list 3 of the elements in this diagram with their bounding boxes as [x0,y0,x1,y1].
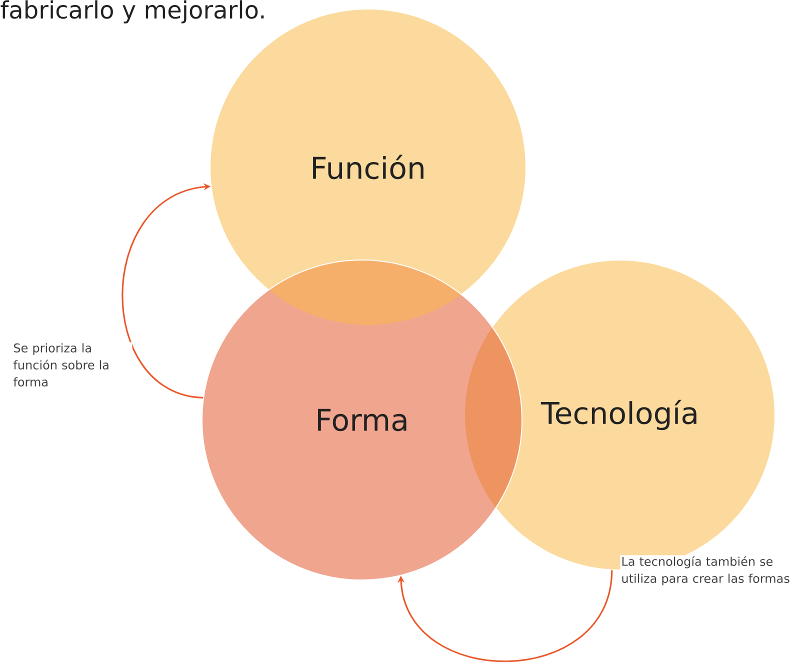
edge-label: La tecnología también se utiliza para crear las formas [620,555,800,586]
edge-label: Se prioriza la función sobre la forma [12,342,132,388]
curved-arrow [398,570,613,662]
